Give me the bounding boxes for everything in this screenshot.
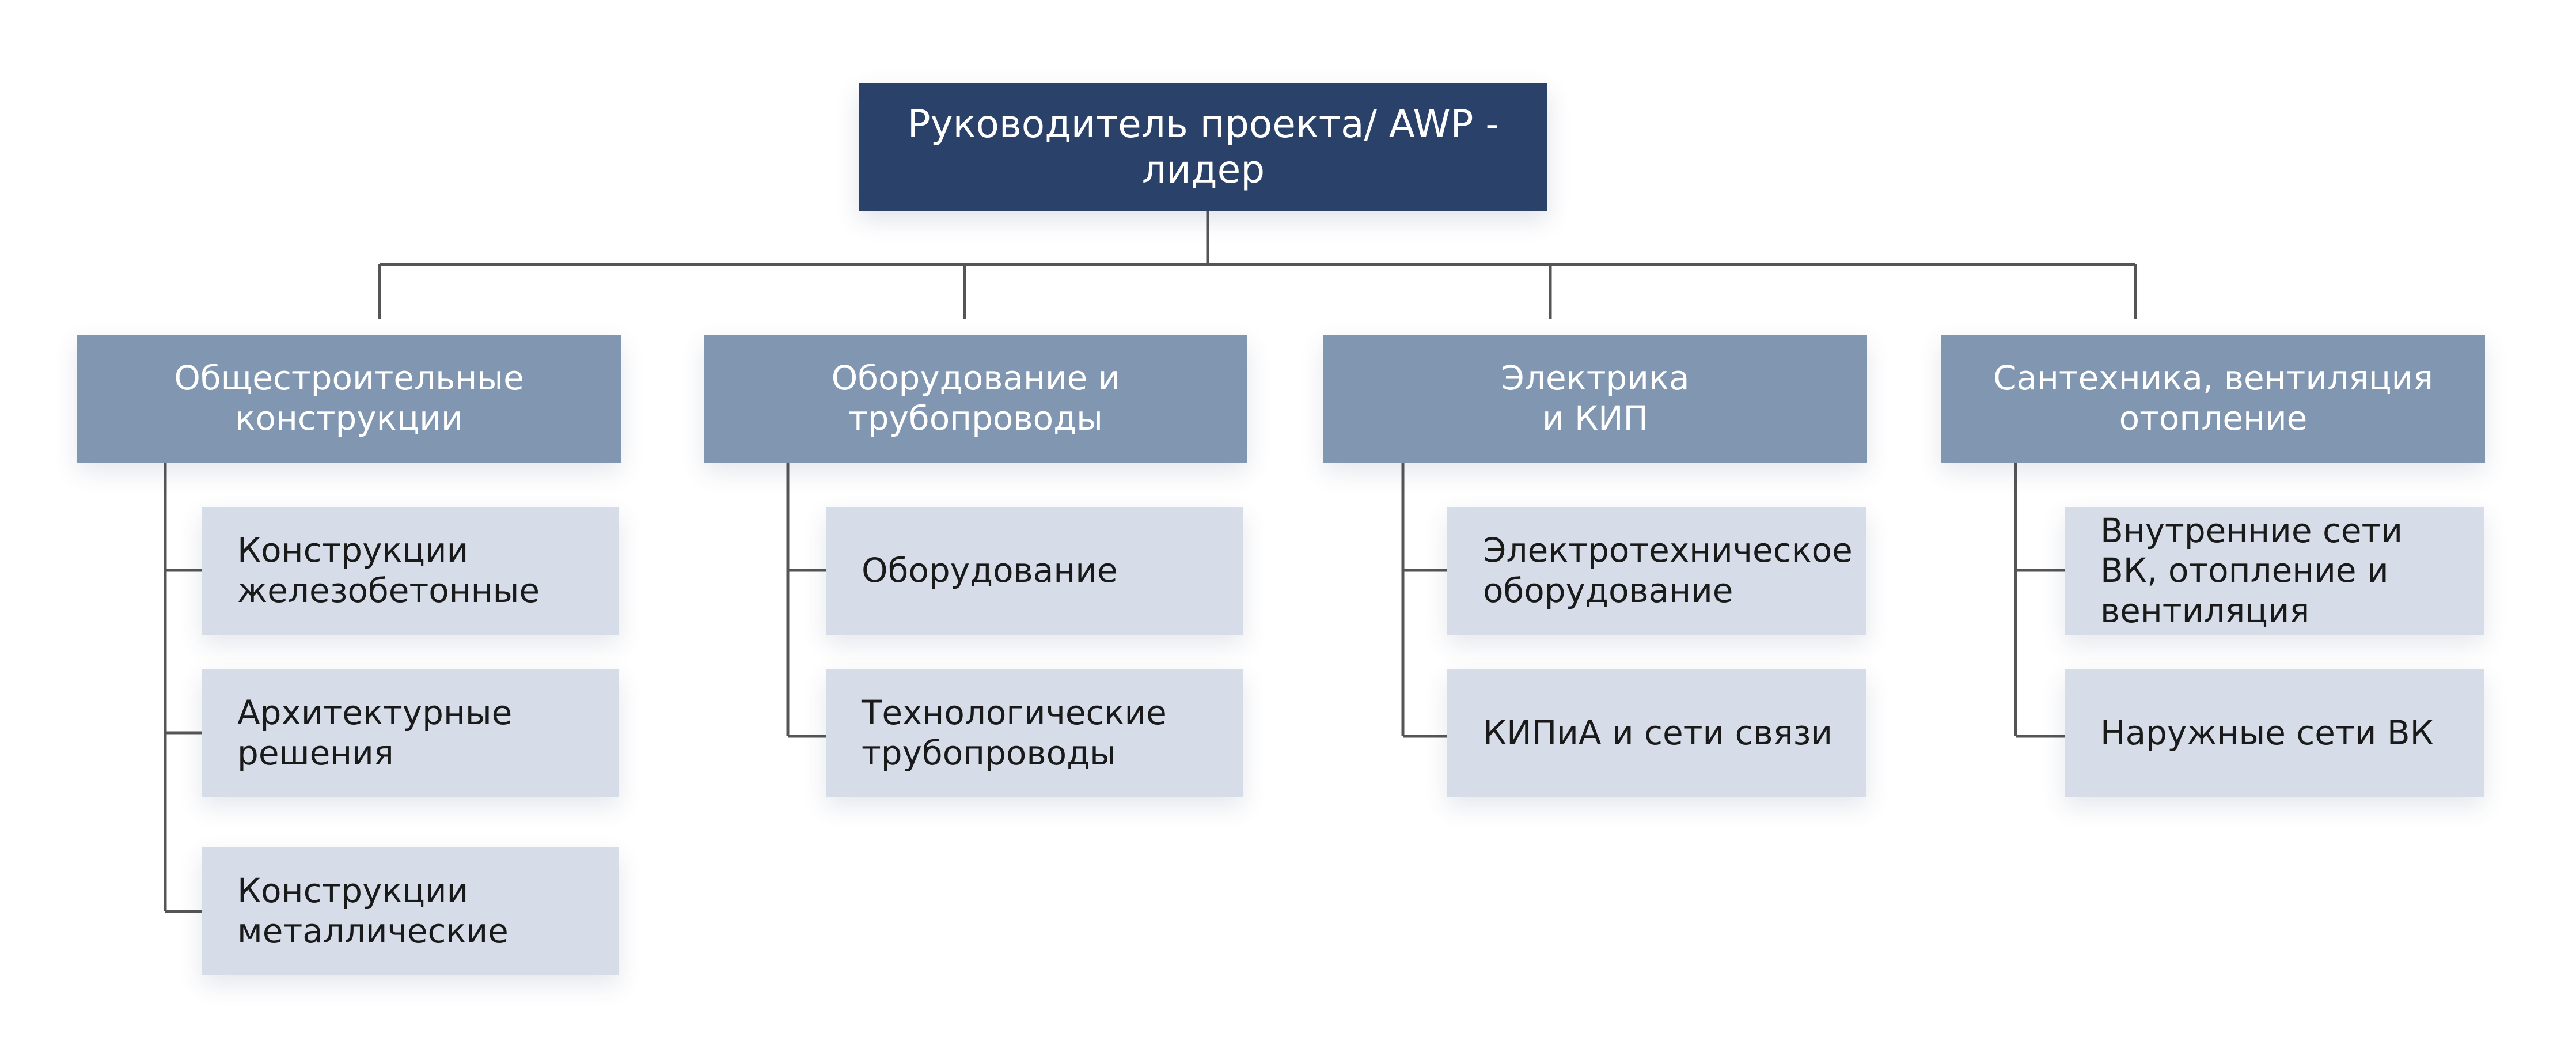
item-label: КИПиА и сети связи <box>1483 713 1833 753</box>
item-instrumentation-and-communications: КИПиА и сети связи <box>1447 669 1866 797</box>
item-architectural-solutions: Архитектурные решения <box>202 669 619 797</box>
item-label: Архитектурные решения <box>237 693 513 773</box>
item-label: Технологические трубопроводы <box>862 693 1167 773</box>
item-external-water-networks: Наружные сети ВК <box>2065 669 2484 797</box>
category-electrical-and-instrumentation: Электрика и КИП <box>1323 335 1867 463</box>
root-label: Руководитель проекта/ AWP - лидер <box>907 101 1500 192</box>
item-internal-networks: Внутренние сети ВК, отопление и вентиляц… <box>2065 507 2484 635</box>
category-label: Оборудование и трубопроводы <box>831 358 1120 438</box>
item-reinforced-concrete-structures: Конструкции железобетонные <box>202 507 619 635</box>
item-metal-structures: Конструкции металлические <box>202 847 619 975</box>
item-electrical-equipment: Электротехническое оборудование <box>1447 507 1866 635</box>
item-label: Внутренние сети ВК, отопление и вентиляц… <box>2100 510 2403 630</box>
item-process-pipelines: Технологические трубопроводы <box>826 669 1243 797</box>
item-label: Конструкции металлические <box>237 871 509 951</box>
item-label: Электротехническое оборудование <box>1483 531 1853 610</box>
category-general-construction: Общестроительные конструкции <box>77 335 621 463</box>
item-label: Конструкции железобетонные <box>237 531 540 610</box>
category-label: Общестроительные конструкции <box>174 358 524 438</box>
root-node: Руководитель проекта/ AWP - лидер <box>859 83 1547 211</box>
category-label: Электрика и КИП <box>1501 358 1690 438</box>
category-equipment-and-pipelines: Оборудование и трубопроводы <box>704 335 1247 463</box>
item-equipment: Оборудование <box>826 507 1243 635</box>
item-label: Наружные сети ВК <box>2100 713 2434 753</box>
category-label: Сантехника, вентиляция отопление <box>1993 358 2434 438</box>
item-label: Оборудование <box>862 551 1118 590</box>
category-plumbing-ventilation-heating: Сантехника, вентиляция отопление <box>1941 335 2485 463</box>
